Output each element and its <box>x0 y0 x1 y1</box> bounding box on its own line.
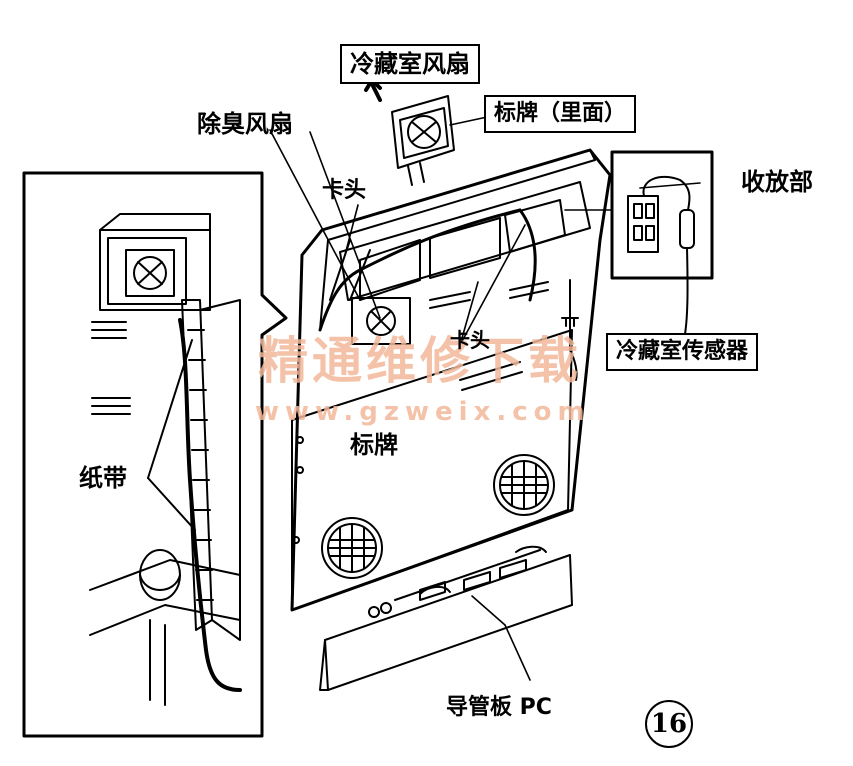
label-nameplate: 标牌 <box>350 431 398 459</box>
label-clip-top: 卡头 <box>322 178 367 203</box>
label-fridge-fan: 冷藏室风扇 <box>340 44 480 84</box>
inset-detail-view <box>22 171 288 738</box>
watermark-title: 精通维修下载 <box>258 331 582 390</box>
label-deodor-fan: 除臭风扇 <box>197 110 293 138</box>
leader-lines <box>269 109 701 681</box>
label-paper-tape: 纸带 <box>79 464 127 492</box>
label-clip-mid: 卡头 <box>450 328 490 352</box>
storage-detail-box <box>610 150 714 341</box>
main-cabinet-view <box>290 148 612 691</box>
fridge-fan-unit <box>364 78 455 186</box>
label-storage: 收放部 <box>741 168 813 196</box>
label-fridge-sensor: 冷藏室传感器 <box>606 333 759 371</box>
step-number-badge: 16 <box>645 700 693 748</box>
label-nameplate-back: 标牌（里面） <box>484 95 637 133</box>
label-duct-plate: 导管板 PC <box>446 695 552 720</box>
watermark-url: www.gzweix.com <box>255 397 591 427</box>
